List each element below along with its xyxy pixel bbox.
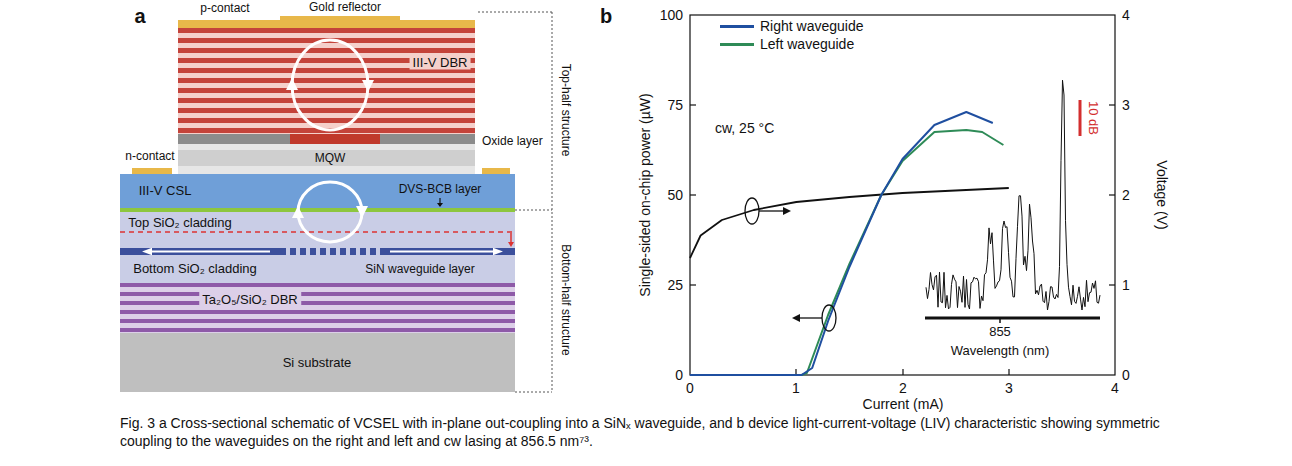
bracket-line	[515, 392, 552, 393]
layer-label: III-V DBR	[410, 55, 471, 70]
oxide-aperture	[290, 134, 380, 144]
bracket-line	[478, 12, 552, 13]
bcb-layer	[120, 208, 515, 212]
n-contact-pad	[132, 168, 172, 174]
bracket-line	[552, 12, 553, 392]
dashed-line	[120, 231, 515, 233]
part-label: SiN waveguide layer	[365, 262, 474, 276]
legend-text: Right waveguide	[760, 18, 864, 34]
marker-arrow	[798, 317, 822, 318]
arrow-head	[286, 78, 298, 90]
panel-letter: a	[134, 5, 145, 28]
arrow-head	[292, 206, 304, 218]
dbr-mesa: III-V DBR	[178, 28, 475, 134]
inset-axis-label: Wavelength (nm)	[951, 343, 1050, 358]
tick-label: 1	[792, 380, 800, 396]
cavity-arrow	[298, 182, 362, 242]
condition-note: cw, 25 °C	[715, 120, 774, 136]
bracket-label: Bottom-half structure	[559, 244, 573, 355]
layer-label: Si substrate	[283, 355, 352, 370]
spectrum-inset	[926, 80, 1100, 310]
voltage-curve	[690, 188, 1009, 258]
light-arrow	[150, 251, 270, 253]
bracket-label: Top-half structure	[559, 64, 573, 157]
tick-label: 0	[686, 380, 694, 396]
active-region	[178, 144, 475, 174]
arrow-head	[493, 248, 503, 255]
cladding-layer: Top SiO₂ cladding	[120, 212, 515, 248]
left-waveguide-curve	[690, 130, 1003, 375]
oxide-layer	[178, 134, 475, 144]
marker-arrow	[759, 210, 785, 211]
part-label: p-contact	[200, 1, 249, 15]
si-substrate: Si substrate	[120, 333, 515, 392]
n-contact-pad	[482, 168, 510, 174]
inset-tick	[999, 318, 1001, 323]
tick-label: 3	[1005, 380, 1013, 396]
curve-marker	[745, 198, 759, 224]
legend-text: Left waveguide	[760, 36, 854, 52]
arrow-head	[792, 314, 800, 322]
figure-caption: Fig. 3 a Cross-sectional schematic of VC…	[120, 414, 1175, 450]
tick-label: 2	[899, 380, 907, 396]
inset-tick-label: 855	[989, 324, 1011, 339]
tick-label: 2	[1122, 187, 1130, 203]
tick-label: 4	[1122, 7, 1130, 23]
tick-label: 0	[675, 367, 683, 383]
part-label: n-contact	[125, 149, 174, 163]
axis-ticks	[690, 105, 1115, 375]
axis-title: Voltage (V)	[1154, 160, 1170, 229]
legend-line	[720, 43, 754, 46]
legend-line	[720, 25, 754, 28]
arrow-head	[142, 248, 152, 255]
arrow-head	[356, 206, 368, 218]
part-label: Oxide layer	[482, 134, 543, 148]
sin-waveguide	[120, 248, 515, 255]
grating	[280, 248, 380, 255]
tick-label: 4	[1111, 380, 1119, 396]
cavity-arrow	[292, 40, 368, 130]
layer-label: Top SiO₂ cladding	[128, 215, 231, 230]
panel-letter: b	[600, 5, 612, 28]
scale-label: 10 dB	[1086, 101, 1101, 135]
tick-label: 50	[667, 187, 683, 203]
tick-label: 75	[667, 97, 683, 113]
spectrum-trace	[926, 80, 1100, 310]
tick-label: 0	[1122, 367, 1130, 383]
layer-label: Ta₂O₅/SiO₂ DBR	[199, 292, 301, 307]
gold-reflector	[280, 16, 400, 28]
axis-title: Current (mA)	[863, 396, 944, 412]
light-arrow	[390, 251, 495, 253]
part-label: DVS-BCB layer	[399, 182, 482, 196]
part-label: MQW	[313, 151, 348, 165]
dielectric-dbr: Ta₂O₅/SiO₂ DBR	[120, 283, 515, 333]
caption-box: Fig. 3 a Cross-sectional schematic of VC…	[120, 414, 1175, 450]
arrow-head	[783, 207, 791, 215]
plot-frame	[690, 15, 1115, 375]
tick-label: 1	[1122, 277, 1130, 293]
layer-label: III-V CSL	[139, 183, 192, 198]
arrow-head	[437, 203, 443, 207]
arrow-head	[508, 242, 514, 247]
right-waveguide-curve	[690, 112, 993, 375]
tick-label: 25	[667, 277, 683, 293]
part-label: Gold reflector	[309, 0, 381, 14]
tick-label: 3	[1122, 97, 1130, 113]
arrow-head	[362, 80, 374, 92]
tick-label: 100	[660, 7, 683, 23]
layer-label: Bottom SiO₂ cladding	[133, 261, 257, 276]
inset-axis	[925, 317, 1100, 320]
bracket-line	[515, 210, 552, 211]
mqw-band	[178, 150, 475, 166]
curve-marker	[822, 305, 836, 331]
axis-title: Single-sided on-chip power (µW)	[637, 93, 653, 296]
scale-bar	[1079, 100, 1082, 136]
